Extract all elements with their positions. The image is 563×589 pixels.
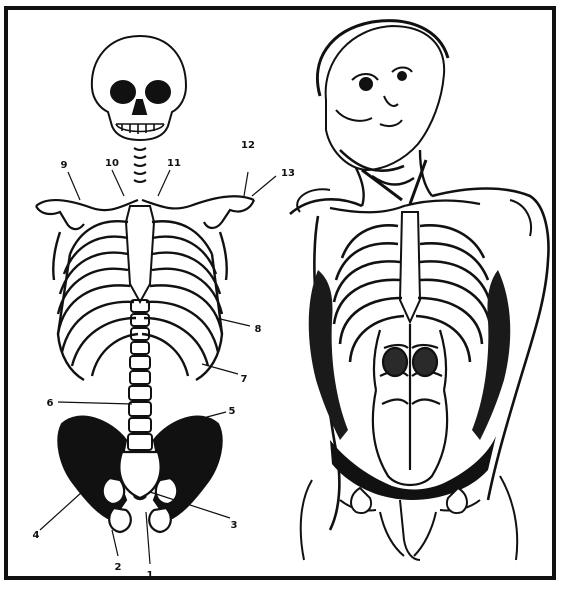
label-7: 7 (241, 374, 248, 385)
label-12: 12 (241, 140, 255, 151)
label-4: 4 (33, 530, 40, 541)
label-6: 6 (47, 398, 54, 409)
label-8: 8 (255, 324, 262, 335)
label-2: 2 (115, 562, 122, 573)
label-5: 5 (229, 406, 236, 417)
label-13: 13 (281, 168, 295, 179)
label-3: 3 (231, 520, 238, 531)
label-1: 1 (147, 570, 154, 581)
label-9: 9 (61, 160, 68, 171)
label-10: 10 (105, 158, 119, 169)
label-11: 11 (167, 158, 181, 169)
